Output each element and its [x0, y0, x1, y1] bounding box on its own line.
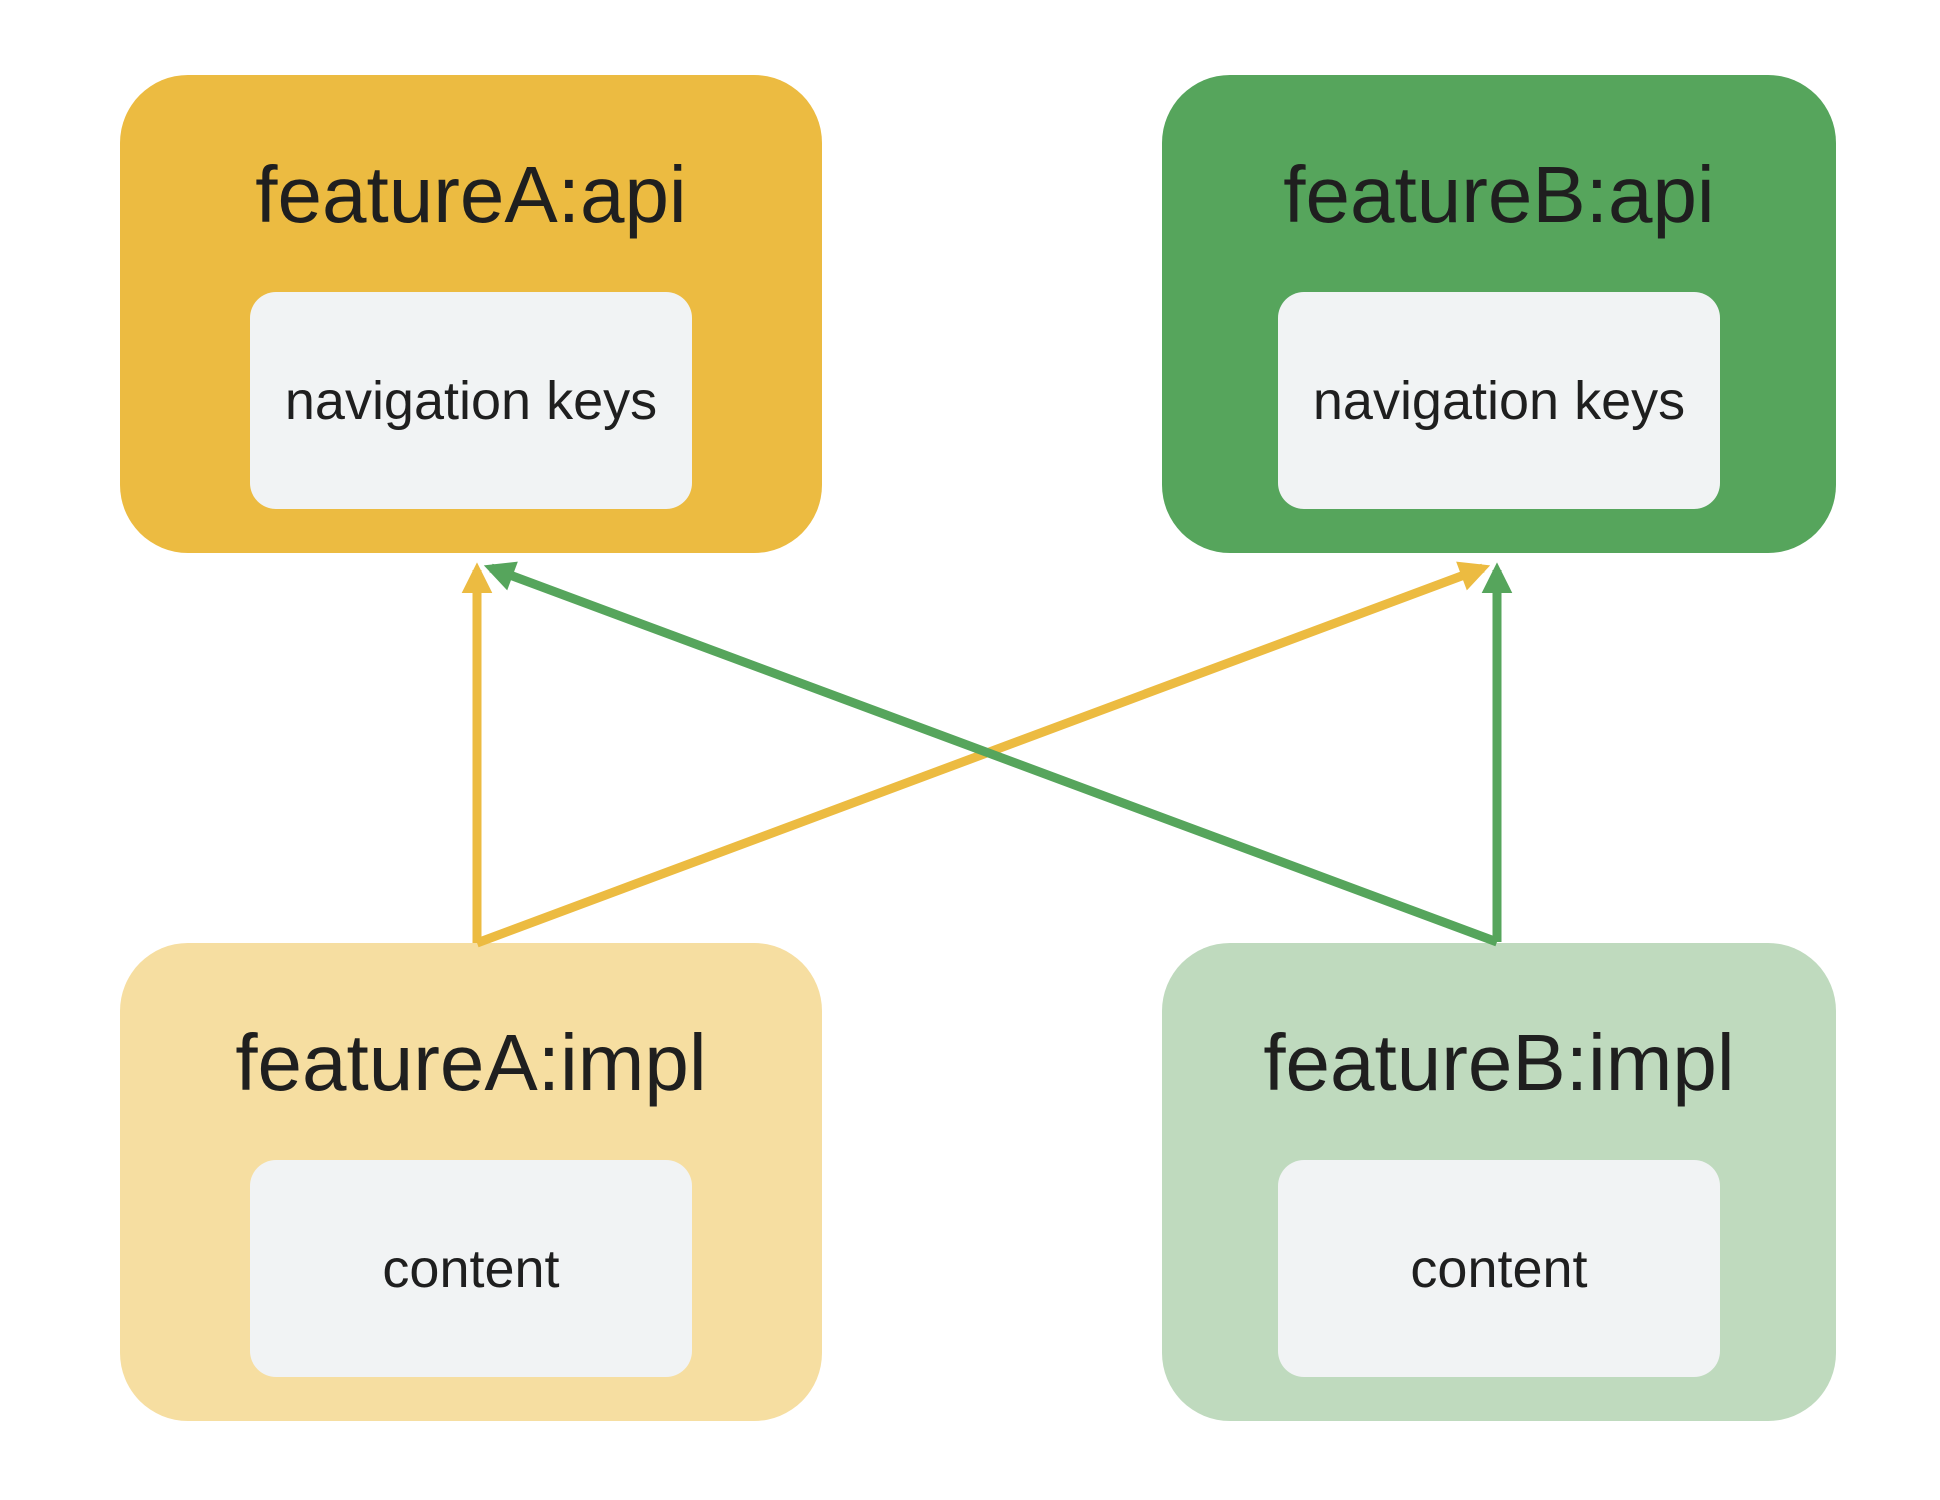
node-featureB-api-chip: navigation keys: [1278, 292, 1720, 509]
node-featureB-api: featureB:api navigation keys: [1162, 75, 1836, 553]
chip-label-navigation-keys: navigation keys: [1312, 370, 1686, 431]
node-featureA-api: featureA:api navigation keys: [120, 75, 822, 553]
node-featureB-impl-chip: content: [1278, 1160, 1720, 1377]
chip-label-content: content: [382, 1238, 560, 1299]
chip-label-navigation-keys: navigation keys: [284, 370, 658, 431]
node-featureA-impl-chip: content: [250, 1160, 692, 1377]
node-featureB-impl: featureB:impl content: [1162, 943, 1836, 1421]
node-featureA-impl-title: featureA:impl: [235, 1018, 707, 1107]
node-featureB-api-title: featureB:api: [1283, 150, 1715, 239]
node-featureA-api-chip: navigation keys: [250, 292, 692, 509]
chip-label-content: content: [1410, 1238, 1588, 1299]
node-featureA-impl: featureA:impl content: [120, 943, 822, 1421]
node-featureA-api-title: featureA:api: [255, 150, 687, 239]
node-featureB-impl-title: featureB:impl: [1263, 1018, 1735, 1107]
arrow-featureB-impl-to-featureA-api: [483, 561, 1499, 947]
arrow-featureA-impl-to-featureB-api: [475, 561, 1491, 948]
